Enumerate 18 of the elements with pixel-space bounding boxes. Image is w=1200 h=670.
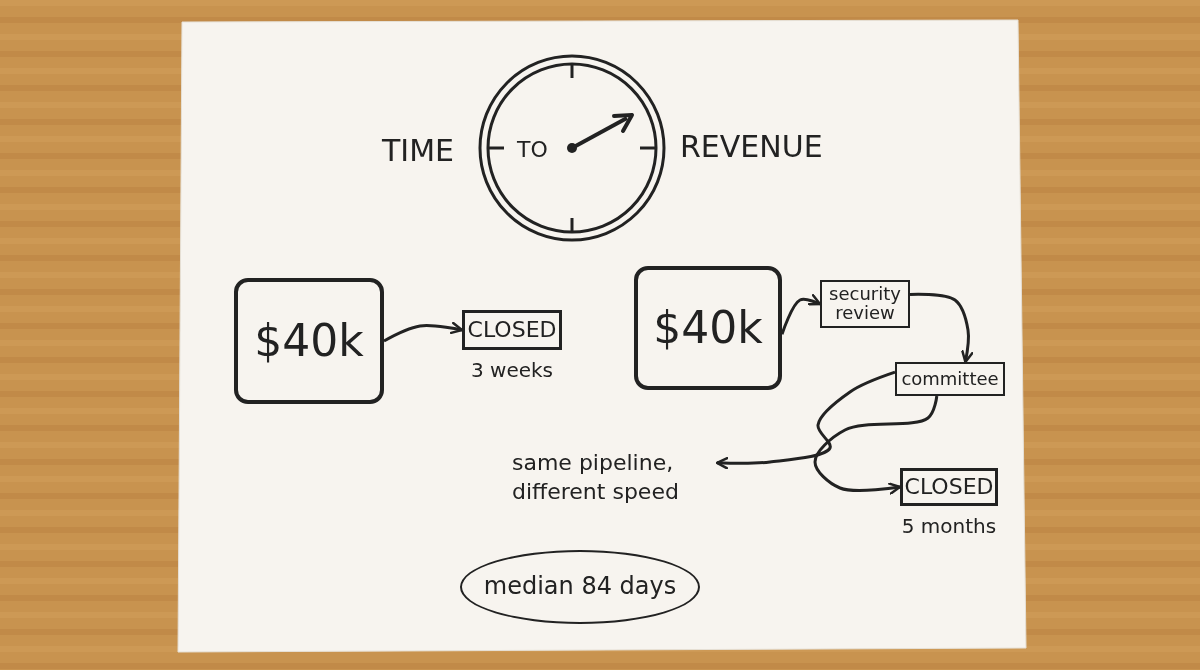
arrow xyxy=(909,292,974,364)
duration-label: 5 months xyxy=(900,514,998,538)
title-word: TIME xyxy=(382,136,454,166)
clock-label: TO xyxy=(517,137,548,162)
step-box: security review xyxy=(820,280,910,328)
title-word: REVENUE xyxy=(680,132,823,162)
amount-box: $40k xyxy=(634,266,782,390)
note-text: same pipeline, different speed xyxy=(512,440,717,516)
arrow xyxy=(383,321,464,343)
arrow xyxy=(715,370,896,470)
arrow xyxy=(813,395,939,495)
duration-label: 3 weeks xyxy=(469,358,555,382)
status-box: CLOSED xyxy=(462,310,562,350)
arrow xyxy=(780,294,822,335)
step-box: committee xyxy=(895,362,1005,396)
status-box: CLOSED xyxy=(900,468,998,506)
amount-box: $40k xyxy=(234,278,384,404)
summary-oval: median 84 days xyxy=(460,550,700,624)
